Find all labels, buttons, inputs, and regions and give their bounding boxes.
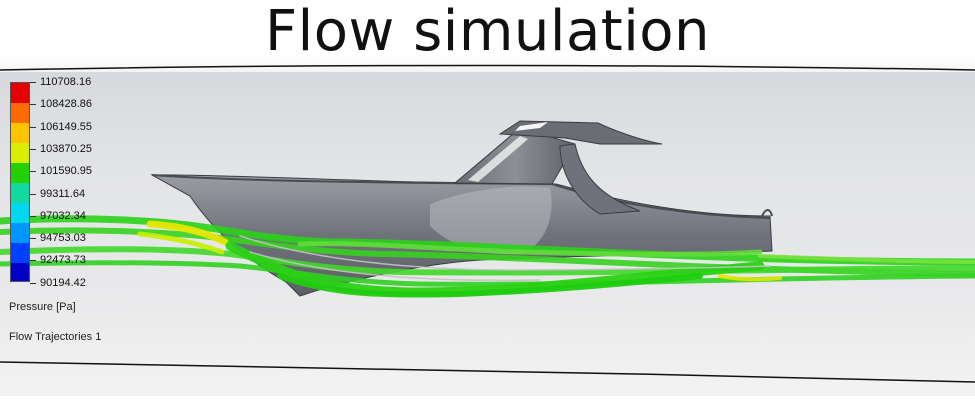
legend-swatch bbox=[11, 223, 29, 243]
legend-swatch bbox=[11, 243, 29, 263]
flow-trajectories bbox=[0, 215, 975, 298]
legend-tick-label: 97032.34 bbox=[30, 209, 86, 222]
legend-swatch bbox=[11, 83, 29, 103]
simulation-viewport[interactable]: 110708.16 108428.86 106149.55 103870.25 1015… bbox=[0, 56, 975, 396]
legend-swatch bbox=[11, 203, 29, 223]
title: Flow simulation bbox=[264, 0, 711, 64]
legend-quantity-label: Pressure [Pa] bbox=[9, 301, 76, 313]
feature-label: Flow Trajectories 1 bbox=[9, 331, 102, 343]
legend-swatch bbox=[11, 123, 29, 143]
horizon-line bbox=[0, 361, 975, 383]
legend-tick-label: 101590.95 bbox=[30, 165, 92, 178]
hardtop-stripe bbox=[515, 122, 548, 131]
legend-tick-label: 103870.25 bbox=[30, 142, 92, 155]
legend-tick-label: 94753.03 bbox=[30, 232, 86, 245]
color-scale-bar bbox=[10, 82, 30, 282]
legend-tick-label: 92473.73 bbox=[30, 254, 86, 267]
tower-leg bbox=[559, 143, 641, 215]
legend-tick-label: 90194.42 bbox=[30, 276, 86, 289]
viewport-top-edge bbox=[0, 56, 975, 72]
legend-swatch bbox=[11, 143, 29, 163]
cabin-window bbox=[468, 136, 528, 182]
legend-tick-label: 99311.64 bbox=[29, 187, 86, 200]
legend-tick-label: 106149.55 bbox=[30, 120, 92, 133]
legend-swatch bbox=[11, 103, 29, 123]
legend-swatch bbox=[11, 263, 29, 281]
hull-highlight bbox=[430, 186, 552, 255]
top-edge-line bbox=[0, 64, 975, 71]
transom bbox=[761, 209, 773, 217]
legend-swatch bbox=[11, 183, 29, 203]
legend-tick-label: 110708.16 bbox=[29, 76, 92, 88]
boat-scene bbox=[0, 64, 975, 383]
legend-swatch bbox=[11, 163, 29, 183]
bottom-strip bbox=[0, 396, 975, 407]
legend-tick-label: 108428.86 bbox=[30, 98, 92, 111]
